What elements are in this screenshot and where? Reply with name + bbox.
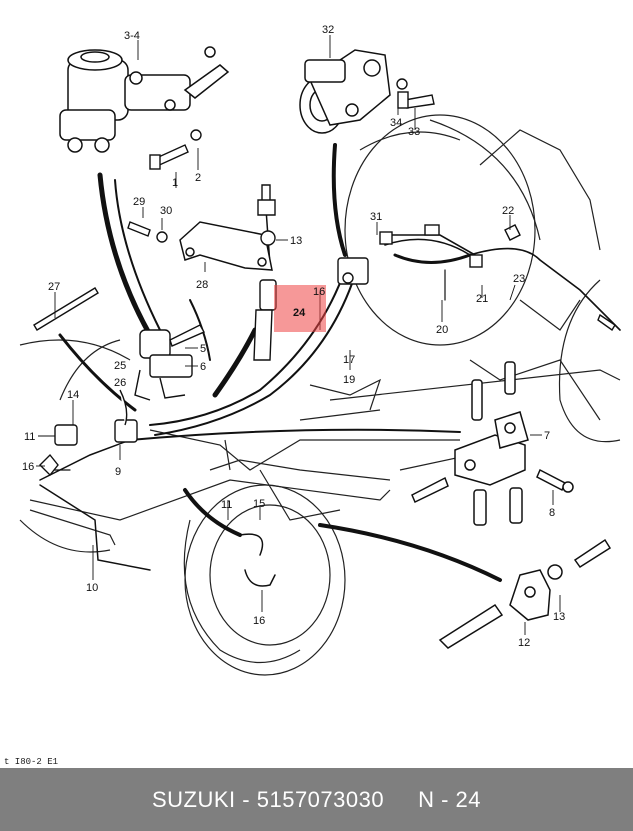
callout-15: 15 (253, 498, 265, 510)
proportioning-valve-left (33, 287, 205, 401)
brake-line-diagram: 3-4 1 2 29 30 28 13 27 5 6 25 26 14 11 1… (19, 24, 621, 676)
callout-20: 20 (436, 324, 448, 336)
callout-28: 28 (196, 279, 208, 291)
callout-21: 21 (476, 293, 488, 305)
callout-8: 8 (549, 507, 555, 519)
callout-9: 9 (115, 466, 121, 478)
callout-3-4: 3-4 (124, 30, 140, 42)
footer-bar: SUZUKI - 5157073030 N - 24 (0, 768, 633, 831)
bracket-12 (438, 538, 612, 649)
callout-26: 26 (114, 377, 126, 389)
callout-27: 27 (48, 281, 60, 293)
callout-7: 7 (544, 430, 550, 442)
callout-5: 5 (200, 343, 206, 355)
callout-16-lower: 16 (253, 615, 265, 627)
callout-24: 24 (293, 307, 306, 319)
leader-lines (36, 35, 561, 635)
bracket-28 (179, 221, 273, 271)
bolts-33-34 (396, 78, 435, 109)
wheel-cylinder-32 (299, 49, 391, 134)
callout-33: 33 (408, 126, 420, 138)
callout-19: 19 (343, 374, 355, 386)
callout-13: 13 (290, 235, 302, 247)
part-number: 5157073030 (256, 786, 385, 812)
callout-25: 25 (114, 360, 126, 372)
highlight-box (274, 285, 326, 332)
callout-13-lower: 13 (553, 611, 565, 623)
bolts-top-left (127, 129, 202, 243)
callout-31: 31 (370, 211, 382, 223)
callout-34: 34 (390, 117, 402, 129)
brake-lines (39, 143, 621, 587)
callout-29: 29 (133, 196, 145, 208)
callout-23: 23 (513, 273, 525, 285)
callout-30: 30 (160, 205, 172, 217)
callout-10: 10 (86, 582, 98, 594)
callout-11-lower: 11 (221, 499, 232, 511)
union-13-top (253, 184, 277, 361)
master-cylinder (59, 46, 230, 153)
callout-17: 17 (343, 354, 355, 366)
callout-6: 6 (200, 361, 206, 373)
footer-dash: - (242, 786, 251, 812)
callout-labels: 3-4 1 2 29 30 28 13 27 5 6 25 26 14 11 1… (22, 24, 565, 649)
junction-14 (39, 389, 138, 477)
tee-block-7 (411, 361, 574, 526)
brand-name: SUZUKI (151, 786, 236, 812)
callout-2: 2 (195, 172, 201, 184)
callout-11: 11 (24, 431, 35, 443)
callout-1: 1 (172, 177, 178, 189)
callout-32: 32 (322, 24, 334, 36)
hose-21 (469, 254, 616, 332)
callout-14: 14 (67, 389, 79, 401)
callout-16-highlight: 16 (313, 286, 325, 298)
callout-12: 12 (518, 637, 530, 649)
valve-31 (337, 224, 521, 285)
callout-22: 22 (502, 205, 514, 217)
diagram-code: t I80-2 E1 (4, 757, 59, 767)
diagram-ref: N - 24 (418, 786, 482, 812)
callout-16: 16 (22, 461, 34, 473)
